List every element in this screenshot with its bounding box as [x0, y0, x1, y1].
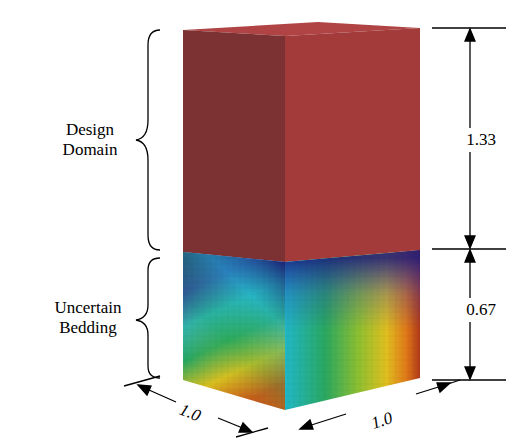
dimension-value: 1.33: [459, 130, 503, 150]
region-label: Uncertain Bedding: [38, 298, 138, 338]
dimension-value: 1.0: [168, 396, 213, 430]
dimension-value: 0.67: [459, 300, 503, 320]
region-label: Design Domain: [45, 120, 135, 160]
dimension-value: 1.0: [360, 405, 404, 436]
